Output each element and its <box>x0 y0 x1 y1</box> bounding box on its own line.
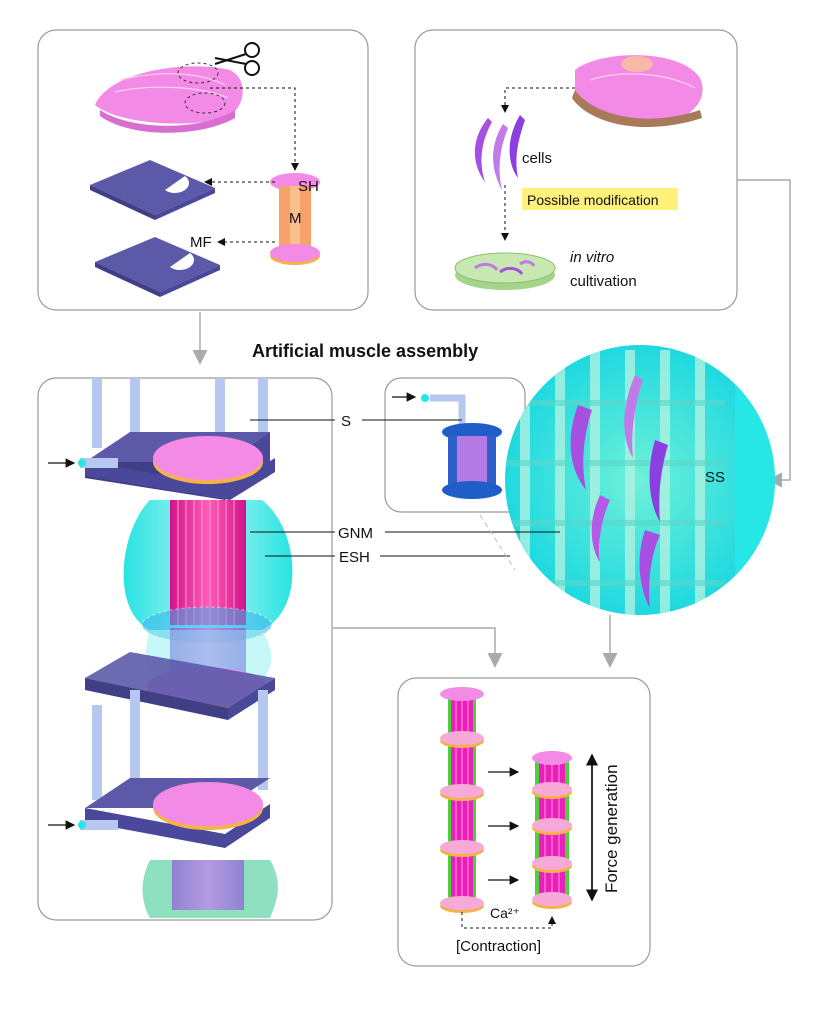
petri-dish-illustration <box>454 252 556 290</box>
spool-illustration <box>270 173 320 265</box>
contracted-muscle-illustration <box>532 751 572 909</box>
label-contraction: [Contraction] <box>456 938 541 955</box>
label-in-vitro: in vitro <box>570 249 614 266</box>
label-calcium: Ca²⁺ <box>490 905 520 921</box>
label-mf: MF <box>190 234 212 251</box>
mold-plate-bottom <box>95 237 220 297</box>
label-s: S <box>341 413 351 430</box>
scaffold-magnified-circle <box>505 345 775 615</box>
label-possible-modification: Possible modification <box>527 192 659 208</box>
mussel-illustration <box>95 62 243 133</box>
relaxed-muscle-illustration <box>440 687 484 913</box>
label-ss: SS <box>705 469 725 486</box>
title-artificial-muscle-assembly: Artificial muscle assembly <box>252 341 478 361</box>
label-m: M <box>289 210 302 227</box>
modification-highlight <box>522 188 678 210</box>
inset-spool-illustration <box>392 392 502 499</box>
scissors-icon <box>214 42 260 76</box>
mold-plate-top <box>90 160 215 220</box>
label-sh: SH <box>298 178 319 195</box>
cells-illustration <box>474 115 525 190</box>
label-force-generation: Force generation <box>602 764 621 893</box>
clam-illustration <box>572 55 703 128</box>
label-cells: cells <box>522 150 552 167</box>
label-gnm: GNM <box>338 525 373 542</box>
label-cultivation: cultivation <box>570 273 637 290</box>
label-esh: ESH <box>339 549 370 566</box>
